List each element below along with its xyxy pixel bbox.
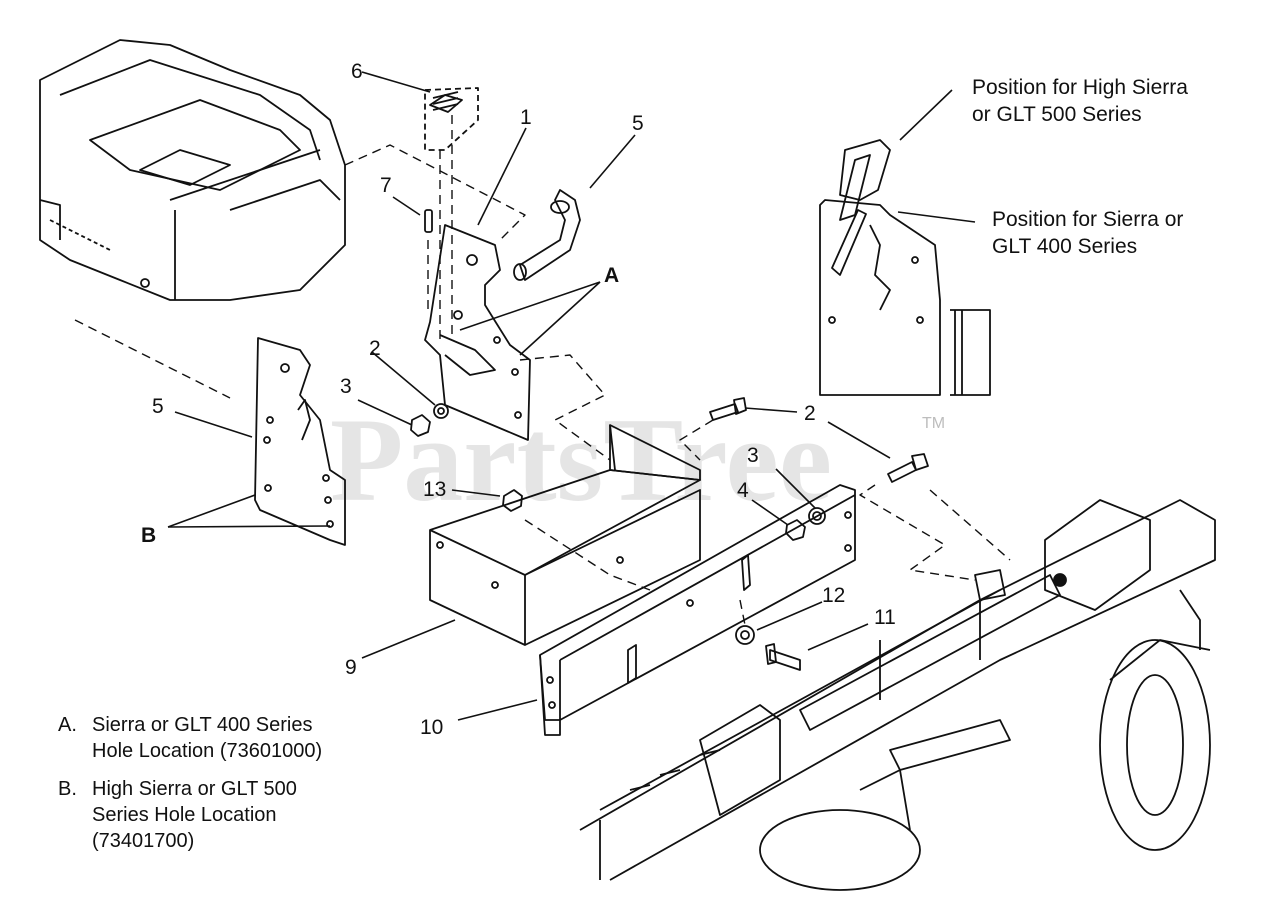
part-label-5: 5: [152, 395, 164, 418]
legend-item-b: B. High Sierra or GLT 500 Series Hole Lo…: [58, 776, 322, 854]
callout-high-sierra-line1: Position for High Sierra: [972, 76, 1188, 99]
lever-6-drawing: [513, 189, 581, 281]
part-label-9: 9: [345, 656, 357, 679]
watermark-trademark: TM: [922, 415, 945, 432]
assembly-lines: [74, 115, 1011, 626]
callout-high-sierra-position: Position for High Sierra or GLT 500 Seri…: [972, 74, 1188, 128]
legend-key-b: B.: [58, 778, 77, 800]
part-label-8: 7: [380, 174, 392, 197]
position-inset-drawing: [819, 139, 991, 396]
part-label-13: 13: [423, 478, 446, 501]
legend-text-b: High Sierra or GLT 500 Series Hole Locat…: [92, 778, 297, 852]
spring-7-drawing: [424, 87, 479, 151]
bolt-2-upper-drawing: [709, 397, 747, 421]
legend-key-a: A.: [58, 714, 77, 736]
callout-high-sierra-line2: or GLT 500 Series: [972, 103, 1142, 126]
bolt-2-lower-drawing: [887, 453, 929, 483]
part-label-6: 5: [632, 112, 644, 135]
tractor-frame-drawing: [39, 39, 346, 301]
bolt-11-drawing: [765, 643, 801, 671]
bracket-9-drawing: [429, 424, 751, 646]
part-label-3-right: 3: [747, 444, 759, 467]
nut-4-left-drawing: [410, 414, 431, 437]
legend-item-a: A. Sierra or GLT 400 Series Hole Locatio…: [58, 712, 322, 764]
part-label-11: 11: [874, 606, 896, 629]
letter-label-b: B: [141, 524, 156, 547]
bracket-1-drawing: [424, 224, 531, 441]
mower-deck-drawing: [579, 499, 1216, 891]
part-label-2: 2: [804, 402, 816, 425]
part-label-12: 12: [822, 584, 845, 607]
plate-5-drawing: [254, 337, 346, 546]
part-label-4-left: 3: [340, 375, 352, 398]
part-label-4-right: 4: [737, 479, 749, 502]
washer-12-drawing: [735, 625, 755, 645]
callout-sierra-line1: Position for Sierra or: [992, 208, 1184, 231]
callout-sierra-line2: GLT 400 Series: [992, 235, 1138, 258]
part-label-10: 10: [420, 716, 443, 739]
hole-location-legend: A. Sierra or GLT 400 Series Hole Locatio…: [58, 712, 322, 854]
part-label-1: 1: [520, 106, 532, 129]
letter-label-a: A: [604, 264, 619, 287]
part-label-7: 6: [351, 60, 363, 83]
callout-sierra-position: Position for Sierra or GLT 400 Series: [992, 206, 1183, 260]
watermark-text: PartsTree: [330, 393, 832, 526]
pin-8-drawing: [424, 209, 433, 233]
bar-10-drawing: [539, 484, 856, 736]
washer-3-left-drawing: [433, 403, 449, 419]
legend-text-a: Sierra or GLT 400 Series Hole Location (…: [92, 714, 323, 762]
leader-lines: [167, 71, 976, 721]
part-label-3-left: 2: [369, 337, 381, 360]
